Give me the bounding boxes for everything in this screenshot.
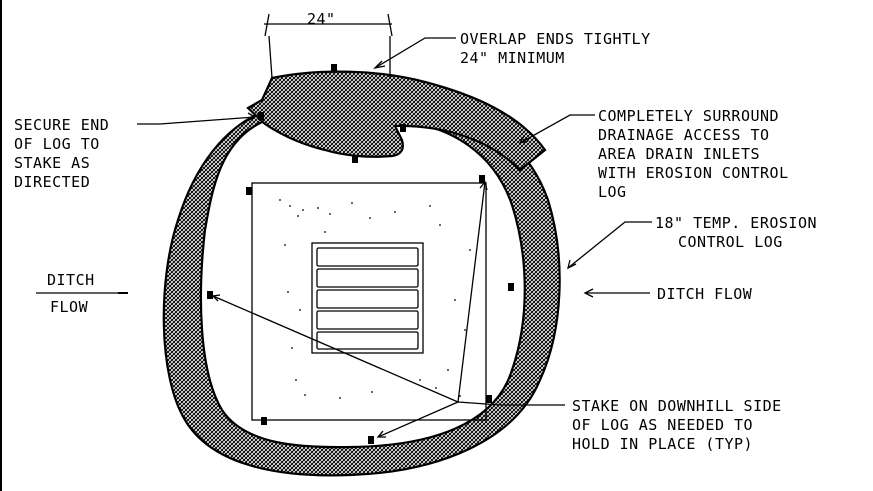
ditch-flow-left-line-2: FLOW bbox=[50, 298, 89, 316]
overlap-note-line-1: OVERLAP ENDS TIGHTLY bbox=[460, 30, 651, 48]
log-overlap-end bbox=[246, 70, 547, 172]
erosion-log-line-1: 18" TEMP. EROSION bbox=[655, 214, 817, 232]
area-drain-grate bbox=[311, 242, 424, 354]
secure-end-line-2: OF LOG TO bbox=[14, 135, 100, 153]
text-labels: OVERLAP ENDS TIGHTLY 24" MINIMUM SECURE … bbox=[14, 30, 817, 453]
overlap-note-line-2: 24" MINIMUM bbox=[460, 49, 565, 67]
stake-note-line-1: STAKE ON DOWNHILL SIDE bbox=[572, 397, 782, 415]
stake-marker bbox=[258, 112, 264, 120]
ditch-flow-right: DITCH FLOW bbox=[657, 285, 753, 303]
stakes bbox=[207, 64, 514, 444]
erosion-log-line-2: CONTROL LOG bbox=[678, 233, 783, 251]
stake-marker bbox=[486, 395, 492, 403]
stake-marker bbox=[246, 187, 252, 195]
stake-marker bbox=[479, 175, 485, 183]
stake-marker bbox=[261, 417, 267, 425]
stake-note-line-2: OF LOG AS NEEDED TO bbox=[572, 416, 753, 434]
dimension-label: 24" bbox=[307, 10, 336, 28]
stake-note-line-3: HOLD IN PLACE (TYP) bbox=[572, 435, 753, 453]
stake-marker bbox=[368, 436, 374, 444]
surround-note-line-5: LOG bbox=[598, 183, 627, 201]
surround-note-line-3: AREA DRAIN INLETS bbox=[598, 145, 760, 163]
ditch-flow-left-line-1: DITCH bbox=[47, 271, 95, 289]
secure-end-line-4: DIRECTED bbox=[14, 173, 90, 191]
surround-note-line-4: WITH EROSION CONTROL bbox=[598, 164, 789, 182]
surround-note-line-2: DRAINAGE ACCESS TO bbox=[598, 126, 770, 144]
surround-note-line-1: COMPLETELY SURROUND bbox=[598, 107, 779, 125]
inlet-area bbox=[251, 182, 487, 421]
secure-end-line-1: SECURE END bbox=[14, 116, 109, 134]
leaders bbox=[36, 37, 652, 438]
secure-end-line-3: STAKE AS bbox=[14, 154, 90, 172]
stake-marker bbox=[207, 291, 213, 299]
stake-marker bbox=[352, 155, 358, 163]
stake-marker bbox=[400, 124, 406, 132]
stake-marker bbox=[331, 64, 337, 72]
concrete-speckles bbox=[279, 199, 471, 399]
dimension-24: 24" bbox=[264, 10, 393, 79]
stake-marker bbox=[508, 283, 514, 291]
